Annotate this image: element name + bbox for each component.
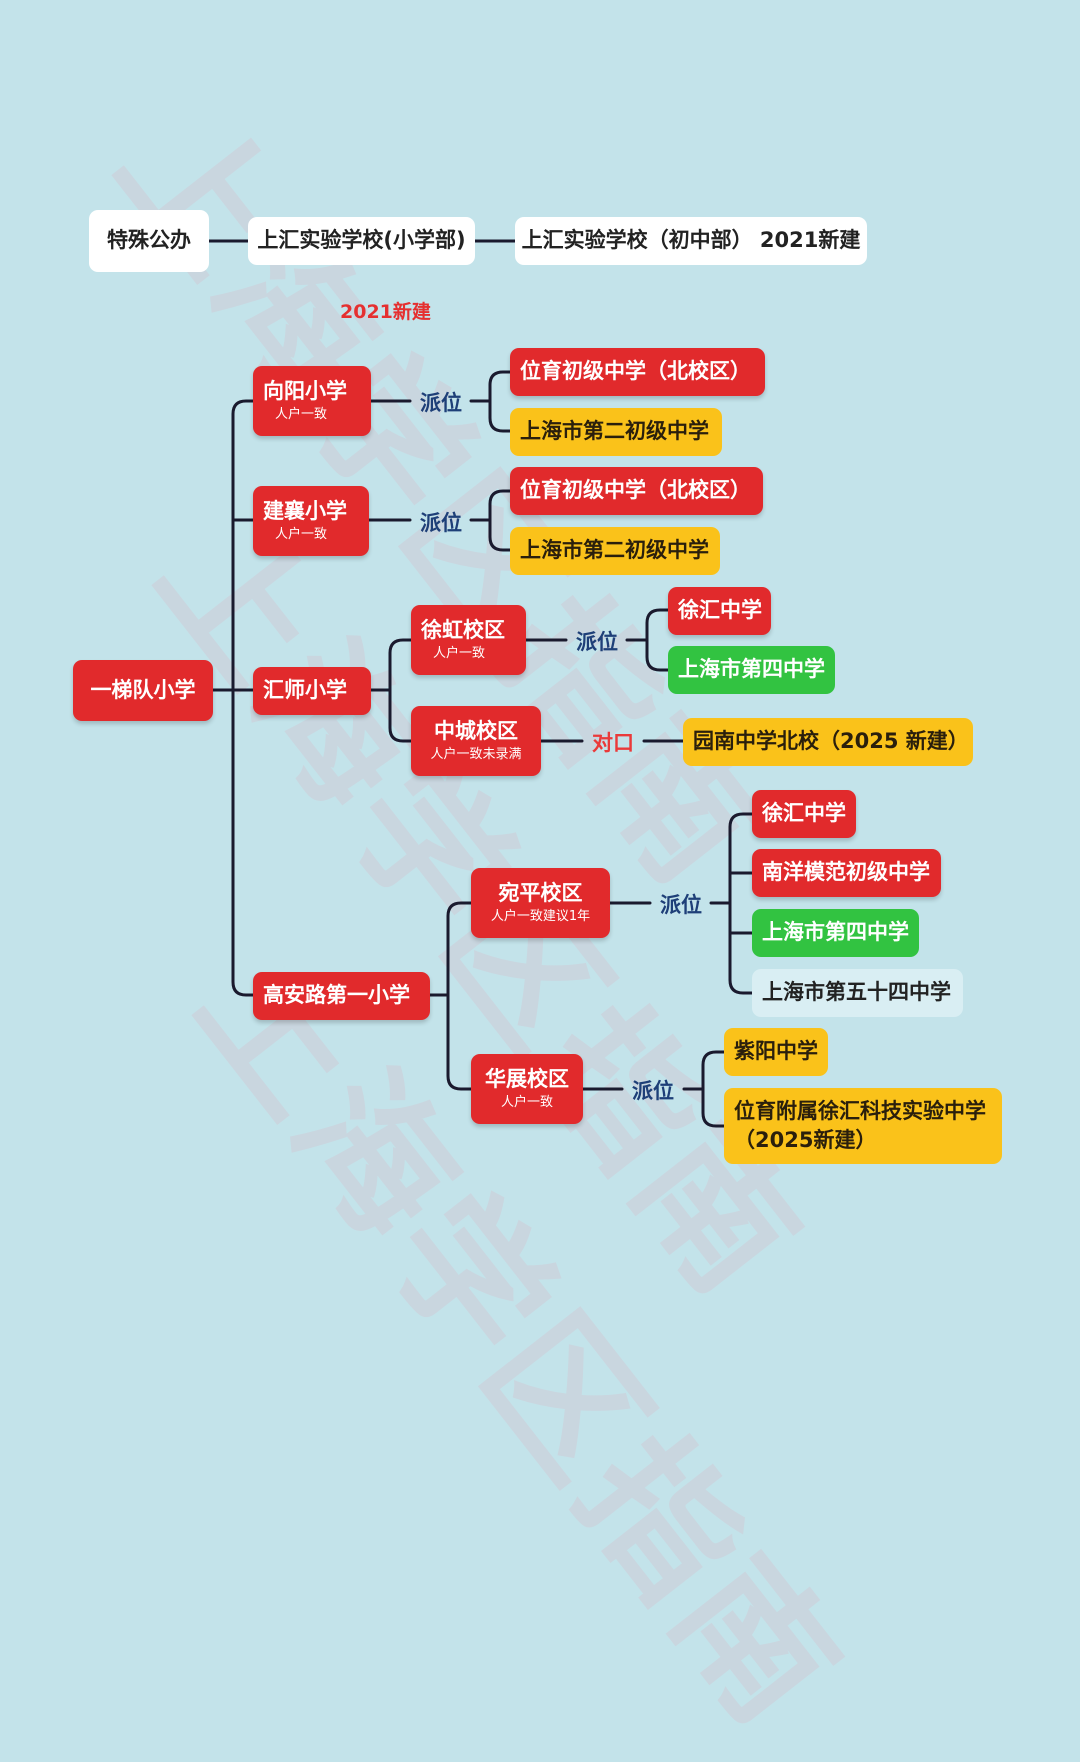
target-label: 园南中学北校（2025 新建） [693, 729, 969, 754]
campus-name: 徐虹校区 [421, 618, 505, 643]
relation-label: 派位 [420, 391, 462, 415]
campus-name: 中城校区 [434, 719, 518, 744]
school-box-shanghui-primary: 上汇实验学校(小学部) [248, 217, 475, 265]
campus-sub: 人户一致建议1年 [490, 909, 591, 925]
campus-node-xuhong: 徐虹校区 人户一致 [411, 605, 526, 675]
target-label: 位育初级中学（北校区） [520, 359, 751, 384]
campus-sub: 人户一致 [500, 1095, 553, 1111]
school-name: 汇师小学 [263, 678, 347, 703]
target-label: 上海市第五十四中学 [762, 980, 951, 1005]
target-box-shanghui-middle: 上汇实验学校（初中部） 2021新建 [515, 217, 867, 265]
target-node: 上海市第四中学 [668, 646, 835, 694]
campus-name: 华展校区 [485, 1067, 569, 1092]
target-node: 上海市第五十四中学 [752, 969, 963, 1017]
root-node: 一梯队小学 [73, 660, 213, 721]
target-node: 园南中学北校（2025 新建） [683, 718, 973, 766]
school-node-huishi: 汇师小学 [253, 667, 371, 715]
target-node: 徐汇中学 [668, 587, 771, 635]
category-box: 特殊公办 [89, 210, 209, 272]
target-label: 位育初级中学（北校区） [520, 478, 751, 503]
target-label-note: （2025新建） [734, 1128, 877, 1152]
target-label: 上海市第二初级中学 [520, 538, 709, 563]
target-node: 位育初级中学（北校区） [510, 348, 765, 396]
target-node: 上海市第四中学 [752, 909, 919, 957]
target-node: 上海市第二初级中学 [510, 527, 720, 575]
new-build-note: 2021新建 [340, 301, 431, 323]
target-node: 位育附属徐汇科技实验中学 （2025新建） [724, 1088, 1002, 1164]
school-sub: 人户一致 [275, 527, 328, 543]
target-node: 徐汇中学 [752, 790, 856, 838]
relation-label: 对口 [592, 731, 634, 755]
target-label: 上汇实验学校（初中部） 2021新建 [521, 228, 861, 253]
relation-label: 派位 [660, 893, 702, 917]
relation-label: 派位 [576, 630, 618, 654]
root-label: 一梯队小学 [90, 677, 196, 702]
relation-label: 派位 [420, 511, 462, 535]
school-label: 上汇实验学校(小学部) [257, 228, 466, 253]
target-node: 南洋模范初级中学 [752, 849, 941, 897]
school-sub: 人户一致 [275, 407, 328, 423]
school-node-jianxiang: 建襄小学 人户一致 [253, 486, 369, 556]
school-node-xiangyang: 向阳小学 人户一致 [253, 366, 371, 436]
target-label: 上海市第四中学 [678, 657, 825, 682]
campus-name: 宛平校区 [498, 881, 583, 906]
target-node: 位育初级中学（北校区） [510, 467, 763, 515]
campus-node-wanping: 宛平校区 人户一致建议1年 [471, 868, 610, 938]
school-name: 向阳小学 [263, 379, 347, 404]
target-node: 上海市第二初级中学 [510, 408, 722, 456]
target-label: 位育附属徐汇科技实验中学 [734, 1098, 986, 1123]
target-label: 紫阳中学 [734, 1039, 818, 1064]
relation-label: 派位 [632, 1079, 674, 1103]
campus-node-zhongcheng: 中城校区 人户一致未录满 [411, 706, 541, 776]
target-label: 徐汇中学 [678, 598, 762, 623]
campus-node-huazhan: 华展校区 人户一致 [471, 1054, 583, 1124]
campus-sub: 人户一致 [433, 646, 486, 662]
target-label: 上海市第二初级中学 [520, 419, 709, 444]
target-node: 紫阳中学 [724, 1028, 828, 1076]
school-name: 建襄小学 [263, 499, 347, 524]
connector-lines [207, 239, 754, 1128]
campus-sub: 人户一致未录满 [430, 747, 522, 763]
target-label: 上海市第四中学 [762, 920, 909, 945]
category-label: 特殊公办 [107, 228, 191, 253]
school-node-gaoanlu: 高安路第一小学 [253, 972, 430, 1020]
target-label: 南洋模范初级中学 [762, 860, 930, 885]
school-name: 高安路第一小学 [263, 983, 410, 1008]
target-label: 徐汇中学 [762, 801, 846, 826]
